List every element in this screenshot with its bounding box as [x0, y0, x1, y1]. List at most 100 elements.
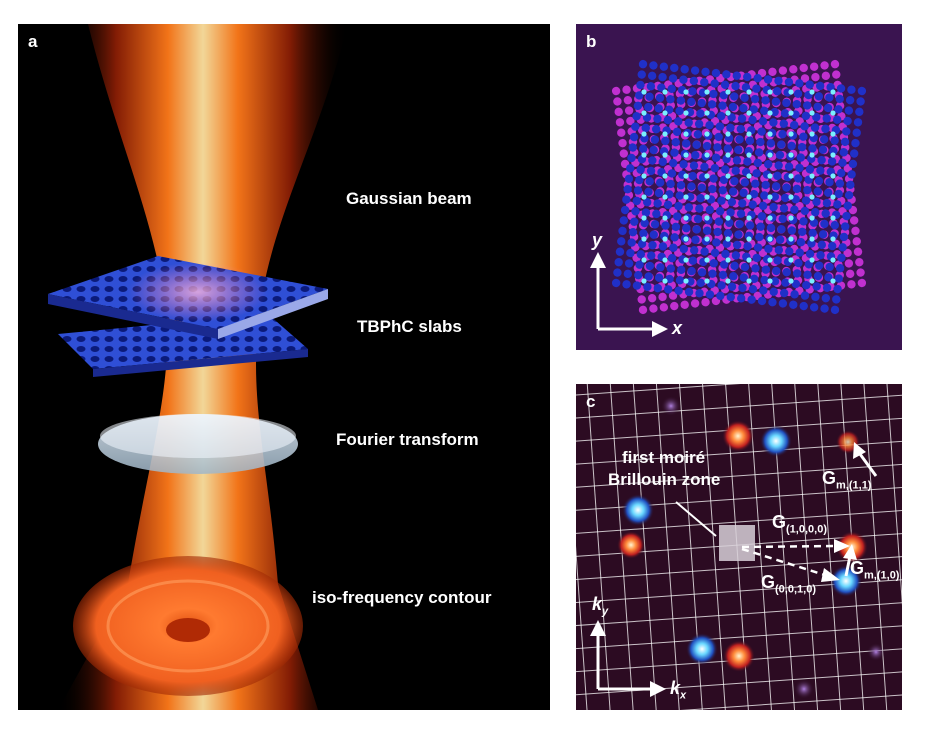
lattice-hole	[818, 145, 828, 154]
lattice-hole	[761, 180, 770, 190]
lattice-hole	[701, 297, 710, 307]
lattice-hole	[743, 72, 752, 82]
lattice-hole	[735, 219, 744, 229]
lattice-hole	[681, 139, 691, 148]
lattice-hole	[632, 196, 641, 206]
lattice-hole	[634, 91, 644, 100]
moire-spot	[683, 173, 689, 179]
lattice-hole	[731, 166, 740, 175]
moire-spot	[809, 110, 815, 116]
lattice-hole	[670, 233, 679, 242]
lattice-hole	[775, 235, 785, 244]
lattice-hole	[847, 280, 856, 289]
lattice-hole	[654, 273, 664, 282]
lattice-hole	[721, 165, 730, 174]
zone-label-line1: first moiré	[622, 448, 706, 467]
lattice-hole	[688, 87, 697, 96]
lattice-hole	[717, 281, 726, 290]
lattice-hole	[715, 122, 725, 131]
lattice-hole	[696, 278, 705, 288]
lattice-hole	[623, 184, 632, 194]
moire-spot	[809, 236, 815, 242]
lattice-hole	[760, 191, 769, 200]
lattice-hole	[707, 100, 717, 109]
lattice-hole	[749, 189, 759, 199]
moire-spot	[641, 152, 647, 158]
lattice-hole	[810, 123, 820, 132]
g1000-label: G(1,0,0,0)	[772, 512, 827, 536]
lattice-hole	[638, 144, 648, 153]
lattice-hole	[717, 196, 726, 205]
lattice-hole	[711, 68, 721, 78]
lattice-hole	[655, 93, 665, 103]
lattice-hole	[843, 201, 852, 210]
lattice-hole	[618, 226, 627, 236]
lattice-hole	[833, 200, 842, 209]
lattice-hole	[730, 176, 739, 186]
lattice-hole	[743, 242, 752, 251]
lattice-hole	[764, 159, 773, 169]
lattice-hole	[781, 193, 790, 203]
lattice-hole	[836, 84, 846, 93]
moire-spot	[662, 257, 668, 263]
lattice-hole	[792, 184, 802, 194]
lattice-hole	[679, 75, 688, 84]
panel-b: b y x	[576, 24, 902, 350]
lattice-hole	[799, 301, 808, 311]
lattice-hole	[700, 162, 709, 172]
lattice-hole	[752, 84, 761, 93]
lattice-hole	[709, 259, 718, 268]
fourier-transform-label: Fourier transform	[336, 430, 479, 449]
lattice-hole	[697, 268, 707, 277]
lattice-hole	[729, 272, 738, 281]
lattice-hole	[619, 216, 629, 225]
lattice-hole	[757, 127, 766, 136]
lattice-hole	[702, 226, 712, 235]
lattice-hole	[644, 102, 653, 112]
lattice-hole	[821, 124, 830, 134]
lattice-hole	[714, 132, 723, 142]
grid-line	[791, 384, 821, 710]
lattice-hole	[837, 253, 846, 262]
moire-spot	[746, 110, 752, 116]
lattice-hole	[689, 161, 699, 170]
lattice-hole	[803, 270, 812, 279]
lattice-hole	[802, 280, 811, 290]
lattice-hole	[634, 270, 643, 280]
lattice-hole	[743, 157, 752, 166]
moire-spot	[725, 215, 731, 221]
moire-spot	[683, 278, 689, 284]
lattice-hole	[740, 262, 750, 272]
lattice-hole	[697, 183, 707, 192]
lattice-hole	[814, 176, 824, 186]
lattice-hole	[844, 106, 854, 115]
lattice-hole	[702, 141, 712, 151]
lattice-hole	[623, 95, 633, 105]
lattice-hole	[736, 294, 746, 303]
bragg-spot	[867, 643, 885, 661]
moire-brillouin-zone	[719, 525, 755, 561]
lattice-hole	[641, 208, 651, 217]
lattice-hole	[813, 102, 822, 111]
lattice-hole	[631, 122, 640, 131]
lattice-hole	[631, 207, 640, 216]
lattice-hole	[781, 278, 790, 287]
moire-spot	[767, 110, 773, 116]
lattice-hole	[778, 66, 788, 75]
grid-line	[882, 384, 902, 710]
lattice-hole	[772, 266, 781, 276]
lattice-hole	[761, 265, 771, 274]
lattice-hole	[777, 225, 786, 234]
lattice-hole	[834, 105, 843, 114]
lattice-hole	[739, 273, 748, 282]
lattice-hole	[752, 253, 761, 263]
lattice-hole	[760, 275, 769, 285]
g0010-label: G(0,0,1,0)	[761, 572, 816, 596]
lattice-hole	[641, 123, 650, 133]
lattice-hole	[633, 186, 643, 195]
lattice-hole	[723, 144, 733, 153]
bragg-spot	[661, 396, 681, 416]
moire-spot	[662, 236, 668, 242]
lattice-hole	[718, 186, 727, 195]
panel-b-label: b	[586, 32, 597, 51]
